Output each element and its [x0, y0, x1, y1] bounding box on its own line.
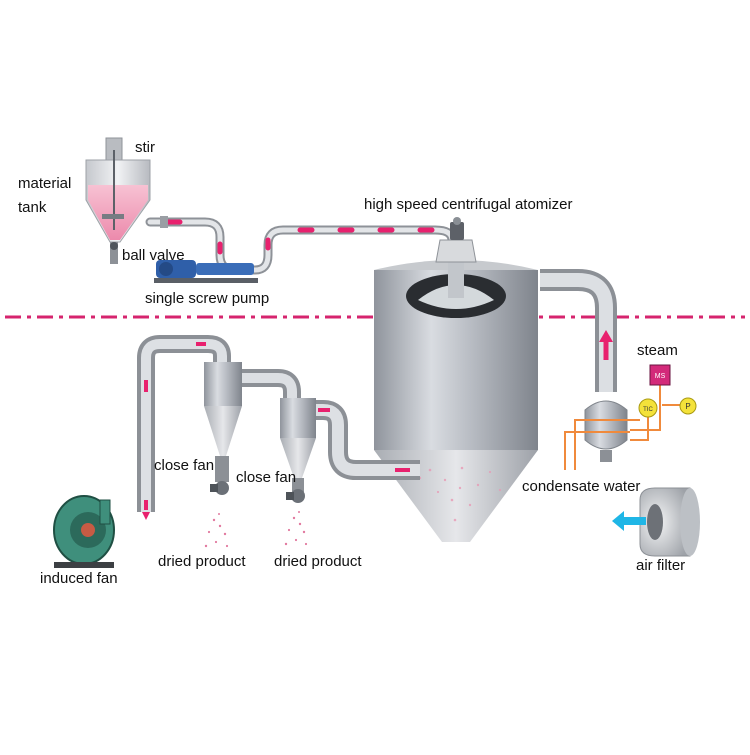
label-close-fan-2: close fan: [236, 469, 297, 486]
feed-pipe: [145, 216, 457, 275]
label-material-tank-line1: material: [18, 175, 72, 192]
label-close-fan-1: close fan: [154, 457, 215, 474]
label-material-tank-line2: tank: [18, 199, 47, 216]
fan-icon: [53, 495, 115, 568]
steam-piping: [564, 380, 682, 470]
svg-text:TIC: TIC: [643, 407, 653, 413]
label-ball-valve: ball valve: [122, 247, 185, 264]
steam-valve: MS: [649, 364, 671, 386]
single-screw-pump: [154, 260, 258, 283]
material-tank: [85, 137, 151, 264]
label-condensate-water: condensate water: [522, 478, 641, 495]
label-air-filter: air filter: [636, 557, 686, 574]
air-heater: [584, 400, 628, 462]
air-filter: [639, 487, 700, 557]
induced-draft-duct: [137, 335, 231, 520]
temperature-controller: TIC: [638, 398, 658, 418]
airflow-arrow-icon: [612, 511, 646, 531]
cyclone-1: [204, 362, 242, 495]
atomizer-head: [435, 217, 477, 263]
gauge-icon: P: [679, 397, 697, 415]
drying-chamber: [374, 260, 538, 542]
svg-text:MS: MS: [655, 373, 666, 380]
hot-air-duct: [540, 269, 617, 392]
label-stir: stir: [135, 139, 155, 156]
label-atomizer: high speed centrifugal atomizer: [364, 196, 573, 213]
label-dried-product-1: dried product: [158, 553, 246, 570]
cyclone-link-duct: [242, 369, 301, 398]
dried-product-powder-2: [284, 511, 308, 546]
exhaust-duct: [305, 400, 420, 480]
svg-text:P: P: [685, 402, 690, 411]
cyclone-2: [280, 398, 316, 503]
dried-product-powder-1: [204, 513, 229, 548]
label-dried-product-2: dried product: [274, 553, 362, 570]
label-induced-fan: induced fan: [40, 570, 118, 587]
label-steam: steam: [637, 342, 678, 359]
label-single-screw-pump: single screw pump: [145, 290, 270, 307]
